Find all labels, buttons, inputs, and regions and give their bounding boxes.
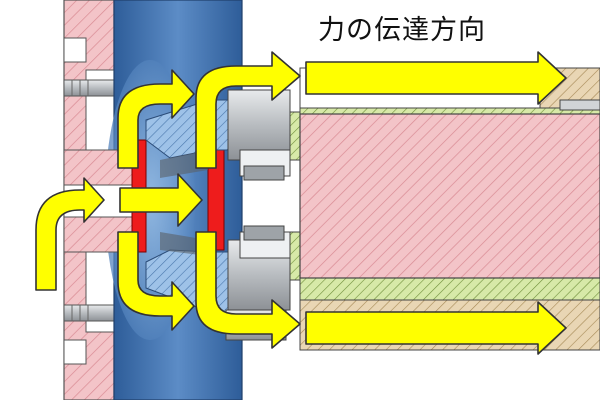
force-direction-arrow xyxy=(305,301,567,355)
curved-force-arrow xyxy=(117,69,195,169)
curved-force-arrow xyxy=(35,177,105,291)
curved-force-arrow xyxy=(195,231,301,349)
force-direction-arrow xyxy=(119,173,203,227)
lower-bolt xyxy=(63,304,117,322)
upper-bolt xyxy=(63,79,117,97)
curved-force-arrow xyxy=(117,231,195,331)
curved-force-arrow xyxy=(195,51,301,169)
page-title: 力の伝達方向 xyxy=(318,15,486,46)
force-arrows xyxy=(35,51,567,355)
force-direction-arrow xyxy=(305,51,567,105)
